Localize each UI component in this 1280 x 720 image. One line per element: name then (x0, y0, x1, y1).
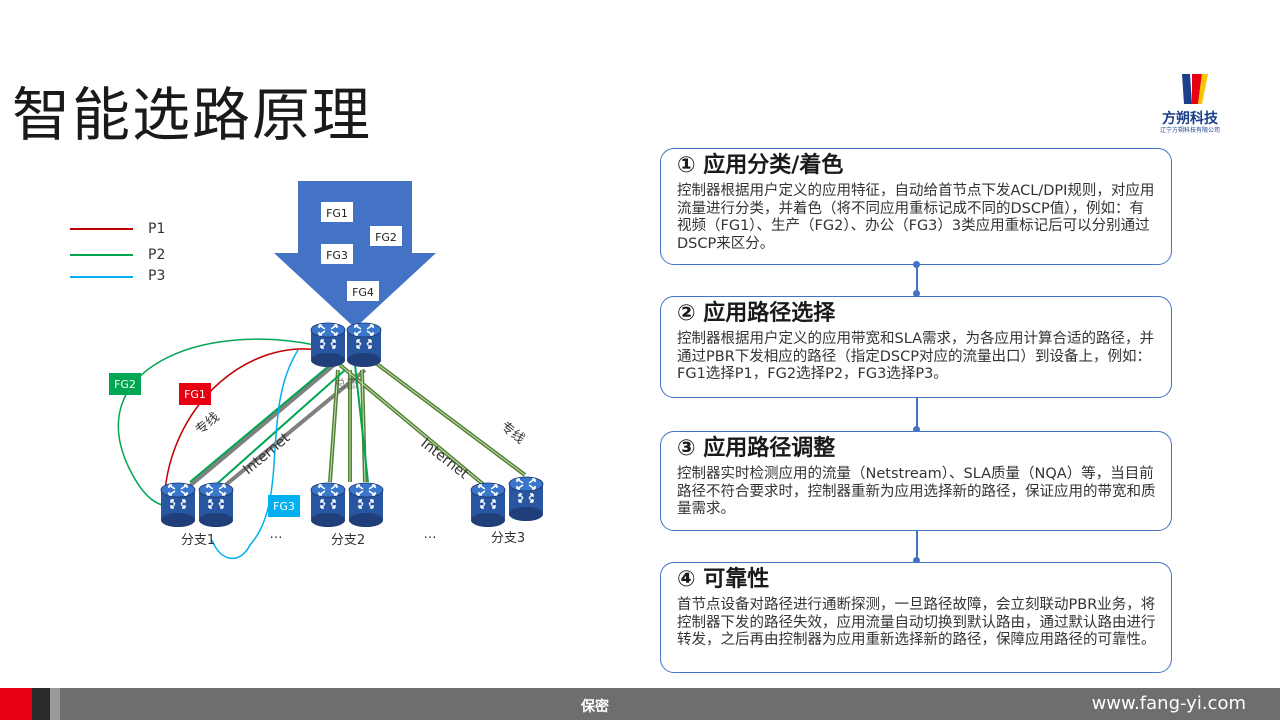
step-description: 控制器根据用户定义的应用带宽和SLA需求，为各应用计算合适的路径，并通过PBR下… (677, 331, 1155, 382)
footer-bar: 保密 www.fang-yi.com (0, 688, 1280, 720)
footer-accent-red (0, 688, 32, 720)
company-logo: 方朔科技 辽宁方朔科技有限公司 (1148, 72, 1232, 134)
tag-fg3 (268, 495, 300, 517)
traffic-arrow (274, 181, 436, 328)
logo-mark-icon (1182, 74, 1208, 104)
step-connector (916, 398, 918, 432)
router-icon (310, 322, 346, 368)
branch2-label: 分支2 (331, 533, 365, 548)
footer-accent-gray (50, 688, 60, 720)
step-description: 控制器根据用户定义的应用特征，自动给首节点下发ACL/DPI规则，对应用流量进行… (677, 183, 1155, 252)
arrow-label-fg3: FG3 (326, 249, 348, 262)
label-dedicated-right: 专线 (498, 419, 528, 447)
tag-fg2 (109, 373, 141, 395)
router-icon (348, 482, 384, 528)
step-heading: ③ 应用路径调整 (677, 436, 836, 461)
path-p2 (117, 338, 321, 507)
tag-fg2-label: FG2 (114, 378, 136, 391)
router-icon (346, 322, 382, 368)
tag-fg3-label: FG3 (273, 500, 295, 513)
step-card-reliability: ④ 可靠性 首节点设备对路径进行通断探测，一旦路径故障，会立刻联动PBR业务，将… (660, 562, 1172, 673)
tag-fg1 (179, 383, 211, 405)
router-icon (310, 482, 346, 528)
path-p3 (211, 349, 299, 560)
router-icon (470, 482, 506, 528)
connector-dot (913, 261, 920, 268)
step-description: 首节点设备对路径进行通断探测，一旦路径故障，会立刻联动PBR业务，将控制器下发的… (677, 597, 1156, 648)
branch2-routers (310, 482, 384, 528)
hq-label: 总部 (334, 376, 358, 391)
router-icon (160, 482, 196, 528)
arrow-label-fg4: FG4 (352, 286, 374, 299)
arrow-flow-labels: FG1 FG2 FG3 FG4 (321, 202, 402, 301)
path-p1 (164, 348, 319, 491)
network-links (117, 338, 527, 560)
label-dedicated-left: 专线 (193, 410, 223, 438)
tag-fg1-label: FG1 (184, 388, 206, 401)
step-connector (916, 531, 918, 563)
arrow-label-fg1: FG1 (326, 207, 348, 220)
confidential-label: 保密 (581, 699, 609, 715)
step-card-select: ② 应用路径选择 控制器根据用户定义的应用带宽和SLA需求，为各应用计算合适的路… (660, 296, 1172, 398)
arrow-label-fg2: FG2 (375, 231, 397, 244)
link-hq-branch1-dedicated (183, 358, 342, 492)
step-heading: ② 应用路径选择 (677, 301, 836, 326)
legend-label-p2: P2 (148, 247, 165, 263)
router-icon (508, 476, 544, 522)
branch3-routers (470, 476, 544, 528)
legend-label-p3: P3 (148, 268, 165, 284)
ellipsis-left: … (270, 527, 283, 542)
branch1-routers (160, 482, 234, 528)
step-connector (916, 265, 918, 297)
connector-dot (913, 557, 920, 564)
ellipsis-right: … (424, 527, 437, 542)
logo-subtitle: 辽宁方朔科技有限公司 (1159, 127, 1220, 134)
label-internet-right: Internet (418, 436, 472, 483)
network-diagram: P1 P2 P3 FG1 FG2 FG3 FG4 (70, 181, 544, 560)
branch1-label: 分支1 (181, 533, 215, 548)
step-heading: ④ 可靠性 (677, 567, 770, 592)
connector-dot (913, 290, 920, 297)
legend-label-p1: P1 (148, 221, 165, 237)
hq-routers: 总部 (310, 322, 382, 391)
legend: P1 P2 P3 (70, 221, 165, 284)
logo-name: 方朔科技 (1162, 111, 1218, 127)
footer-url[interactable]: www.fang-yi.com (1091, 693, 1246, 714)
step-description: 控制器实时检测应用的流量（Netstream）、SLA质量（NQA）等，当目前路… (677, 466, 1156, 517)
router-icon (198, 482, 234, 528)
page-title: 智能选路原理 (12, 81, 373, 149)
footer-accent-dark (32, 688, 50, 720)
step-card-adjust: ③ 应用路径调整 控制器实时检测应用的流量（Netstream）、SLA质量（N… (660, 431, 1172, 531)
step-heading: ① 应用分类/着色 (677, 153, 844, 178)
branch3-label: 分支3 (491, 531, 525, 546)
step-card-classify: ① 应用分类/着色 控制器根据用户定义的应用特征，自动给首节点下发ACL/DPI… (660, 148, 1172, 265)
connector-dot (913, 426, 920, 433)
